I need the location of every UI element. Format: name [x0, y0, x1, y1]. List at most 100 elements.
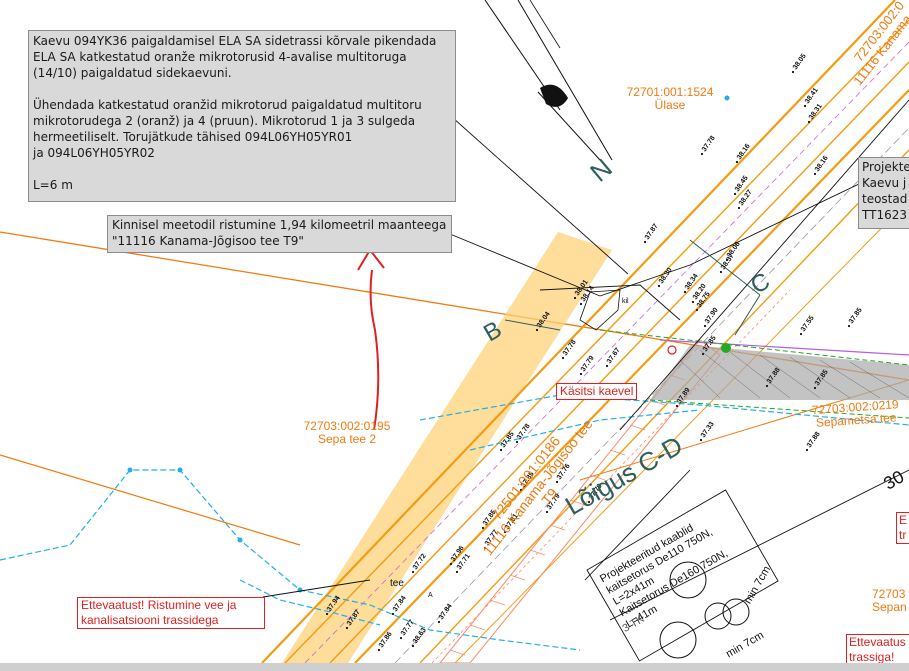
elevation-label: 37.84: [438, 603, 454, 621]
note-main: Kaevu 094YK36 paigaldamisel ELA SA sidet…: [28, 30, 456, 202]
elevation-point: [700, 152, 704, 156]
elevation-point: [765, 384, 769, 388]
elevation-point: [515, 440, 519, 444]
elevation-point: [605, 364, 609, 368]
elevation-point: [587, 500, 591, 504]
warning-water-crossing: Ettevaatust! Ristumine vee ja kanalisats…: [77, 597, 265, 629]
elevation-label: 37.77: [400, 619, 416, 637]
section-box: [586, 489, 779, 662]
elevation-point: [573, 296, 577, 300]
elevation-label: 38.63: [412, 627, 428, 645]
elevation-point: [735, 160, 739, 164]
elevation-point: [411, 570, 415, 574]
elevation-point: [847, 324, 851, 328]
elevation-point: [643, 240, 647, 244]
elevation-label: 37.78: [701, 135, 717, 153]
warning-right-line-2: trassiga!: [849, 650, 895, 664]
elevation-point: [675, 404, 679, 408]
elevation-label: 37.33: [700, 421, 716, 439]
parcel-sepa-name: Sepa tee 2: [317, 432, 377, 446]
elevation-point: [691, 300, 695, 304]
warning-right-mid-line-1: E: [899, 513, 908, 527]
kil-label: kil: [622, 298, 629, 305]
warning-right-line-1: Ettevaatus: [849, 635, 906, 649]
note-crossing-text: Kinnisel meetodil ristumine 1,94 kilomee…: [112, 218, 447, 248]
parcel-boundary-line-2: [0, 454, 301, 546]
tee-label: tee: [390, 578, 404, 589]
red-arrow: [357, 248, 385, 431]
elevation-point: [699, 438, 703, 442]
elevation-point: [503, 530, 507, 534]
parcel-right-id: 72703: [872, 587, 906, 601]
elevation-label: 38.31: [808, 103, 824, 121]
elevation-point: [325, 612, 329, 616]
elevation-label: 37.55: [800, 315, 816, 333]
elevation-point: [813, 172, 817, 176]
elevation-point: [545, 510, 549, 514]
elevation-point: [455, 570, 459, 574]
parcel-sepa-id: 72703:002:0195: [303, 419, 391, 433]
note-project-line-3: teostad: [862, 192, 908, 206]
elevation-point: [701, 352, 705, 356]
elevation-point: [411, 644, 415, 648]
side-road-hatch: [650, 345, 909, 400]
parcel-right-name: Sepan: [872, 600, 907, 614]
elevation-point: [579, 302, 583, 306]
elevation-point: [799, 332, 803, 336]
elevation-point: [683, 290, 687, 294]
parcel-ulase-name: Ülase: [654, 98, 686, 112]
parcel-right-clipped: 72703 Sepan: [872, 588, 909, 614]
elevation-point: [719, 270, 723, 274]
elevation-point: [579, 372, 583, 376]
note-crossing: Kinnisel meetodil ristumine 1,94 kilomee…: [107, 215, 452, 253]
elevation-point: [483, 546, 487, 550]
parcel-ulase: 72701:001:1524 Ülase: [618, 86, 722, 112]
elevation-point: [535, 328, 539, 332]
elevation-point: [499, 448, 503, 452]
warning-right-clipped: Ettevaatus trassiga!: [846, 634, 909, 666]
elevation-label: 37.86: [378, 631, 394, 649]
note-project-line-4: TT1623: [862, 208, 907, 222]
elevation-point: [733, 192, 737, 196]
elevation-point: [519, 488, 523, 492]
elevation-label: 37.85: [848, 307, 864, 325]
parcel-ulase-id: 72701:001:1524: [626, 85, 714, 99]
note-main-length: L=6 m: [33, 178, 73, 192]
point-c-marker: [721, 343, 731, 353]
elevation-point: [481, 526, 485, 530]
elevation-point: [803, 104, 807, 108]
elevation-point: [561, 356, 565, 360]
elevation-point: [391, 612, 395, 616]
elevation-label: 37.87: [644, 223, 660, 241]
elevation-point: [737, 206, 741, 210]
warning-manual-dig: Käsitsi kaevel: [556, 383, 638, 400]
elevation-point: [399, 636, 403, 640]
note-project-line-2: Kaevu j: [862, 176, 907, 190]
elevation-point: [807, 120, 811, 124]
elevation-label: 37.88: [806, 431, 822, 449]
note-project-line-1: Projekte: [862, 160, 909, 174]
elevation-point: [805, 448, 809, 452]
warning-right-mid-clipped: E tr: [896, 512, 909, 544]
elevation-point: [377, 648, 381, 652]
elevation-point: [703, 324, 707, 328]
ai-label: A: [428, 592, 433, 599]
note-project-clipped: Projekte Kaevu j teostad TT1623: [858, 157, 909, 229]
elevation-point: [695, 308, 699, 312]
warning-right-mid-line-2: tr: [899, 528, 907, 542]
note-main-paragraph-1: Kaevu 094YK36 paigaldamisel ELA SA sidet…: [33, 34, 437, 80]
elevation-point: [345, 626, 349, 630]
north-arrow: [484, 0, 613, 161]
parcel-sepa: 72703:002:0195 Sepa tee 2: [292, 420, 402, 446]
elevation-point: [437, 620, 441, 624]
elevation-point: [725, 258, 729, 262]
elevation-label: 37.90: [704, 307, 720, 325]
elevation-point: [555, 480, 559, 484]
elevation-point: [657, 284, 661, 288]
bottom-scrollbar[interactable]: [0, 663, 909, 671]
note-main-paragraph-2: Ühendada katkestatud oranžid mikrotorud …: [33, 98, 422, 160]
elevation-point: [449, 562, 453, 566]
elevation-point: [791, 70, 795, 74]
elevation-point: [813, 386, 817, 390]
elevation-label: 38.05: [792, 53, 808, 71]
